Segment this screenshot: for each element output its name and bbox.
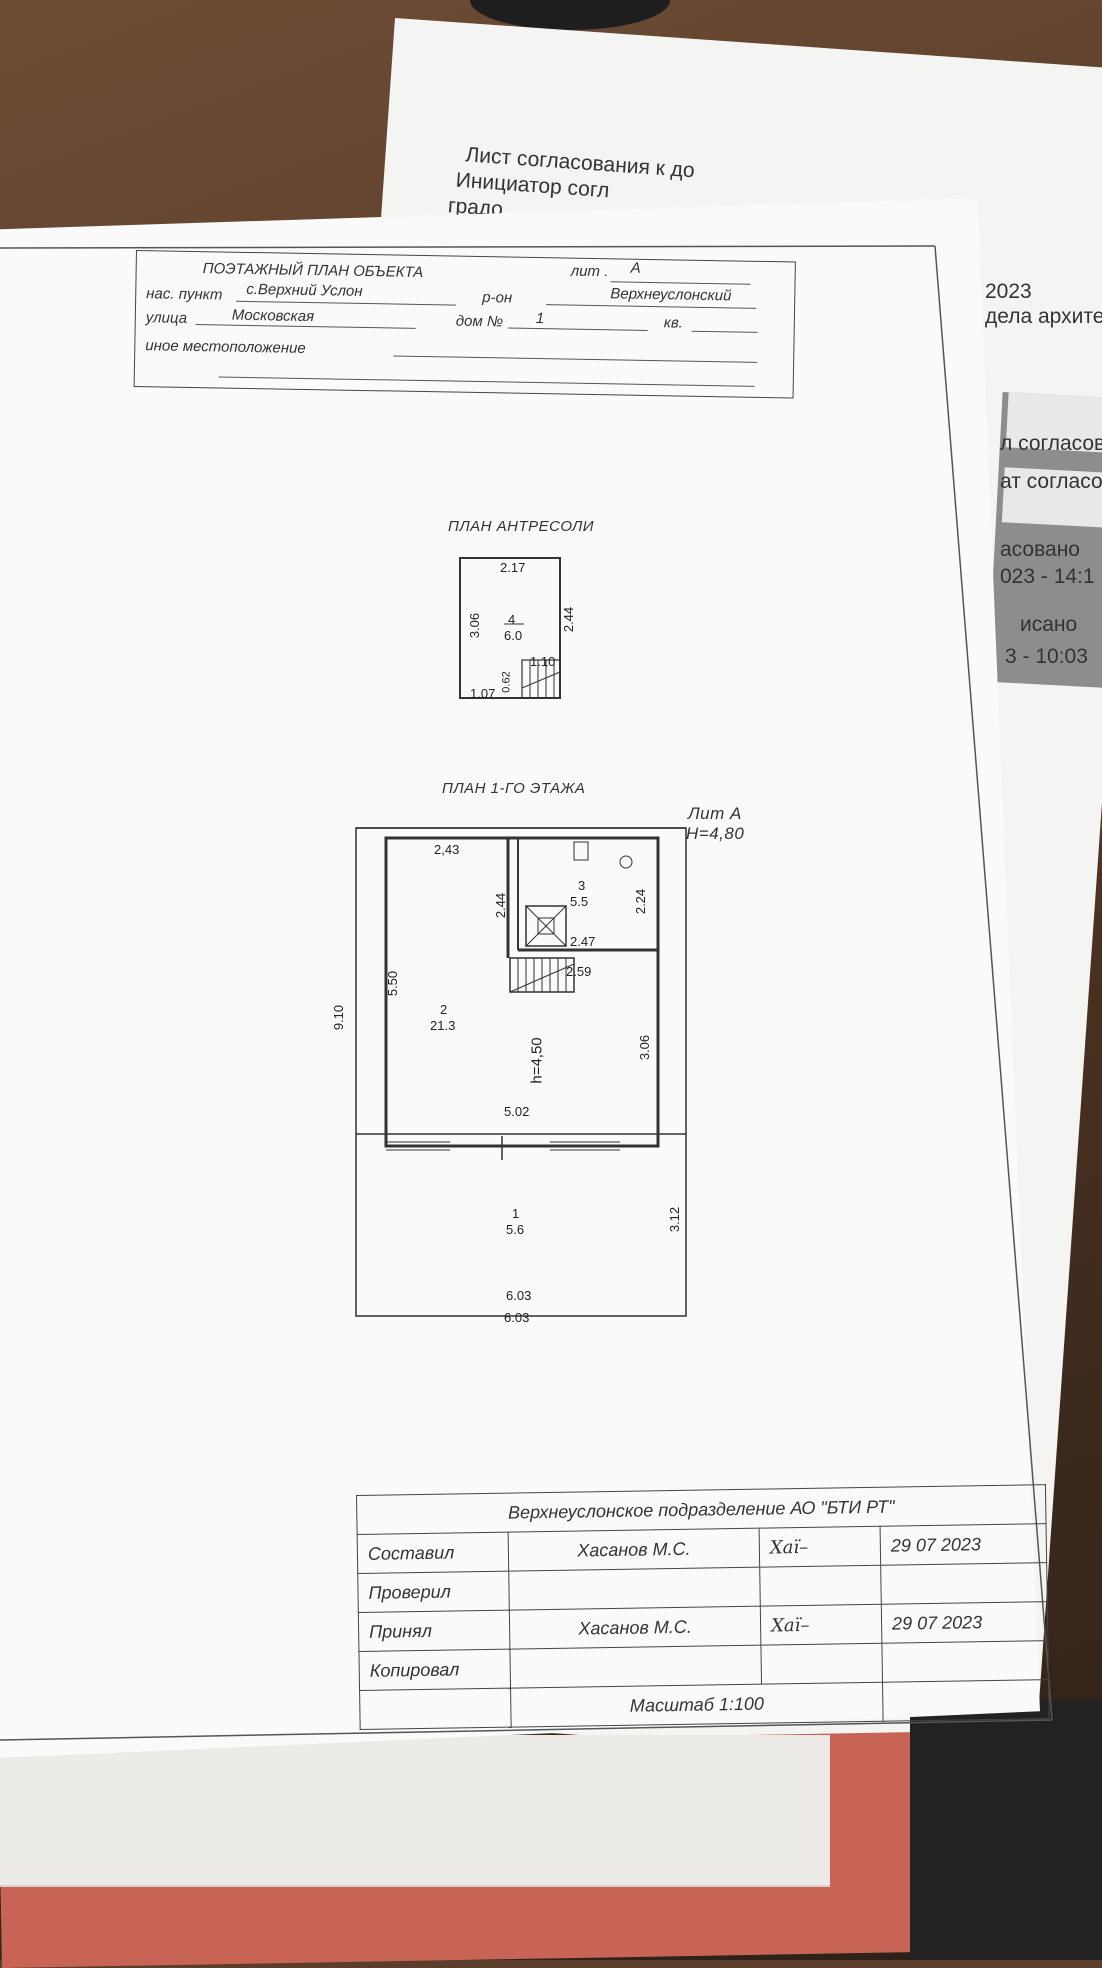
room2-height: 5.50 — [385, 970, 401, 997]
scale-label: Масштаб 1:100 — [510, 1682, 884, 1728]
settlement-value: с.Верхний Услон — [246, 280, 363, 300]
back-doc-snippet: л согласов — [1000, 432, 1102, 455]
room3-no: 3 — [578, 878, 586, 893]
back-doc-snippet: асовано — [1000, 538, 1080, 561]
room2-no: 2 — [440, 1002, 448, 1017]
mezz-dim-bottom: 1.07 — [470, 686, 496, 701]
apt-label: кв. — [663, 314, 684, 332]
mezz-dim-right: 2.44 — [561, 606, 577, 633]
inner-width: 6.03 — [506, 1288, 532, 1303]
street-value: Московская — [231, 306, 315, 326]
date-checked — [880, 1562, 1048, 1605]
mezz-dim-stair: 1.10 — [530, 654, 556, 669]
overall-height: 9.10 — [331, 1004, 347, 1031]
date-accepted: 29 07 2023 — [881, 1601, 1048, 1644]
back-doc-snippet: 2023 — [985, 280, 1032, 303]
dark-surface — [910, 1700, 1102, 1960]
folder-sheets — [0, 1735, 830, 1887]
back-doc-snippet: исано — [1020, 613, 1078, 636]
signature-checked — [759, 1565, 882, 1607]
floor-plan-sheet — [0, 198, 1040, 1758]
object-header-box: ПОЭТАЖНЫЙ ПЛАН ОБЪЕКТА лит . А нас. пунк… — [133, 250, 796, 399]
signature-copied — [760, 1643, 883, 1685]
dim-3-12: 3.12 — [667, 1206, 683, 1233]
title-block: Верхнеуслонское подразделение АО "БТИ РТ… — [356, 1484, 1050, 1730]
district-label: р-он — [482, 289, 513, 307]
street-label: улица — [145, 309, 188, 327]
date-composed: 29 07 2023 — [880, 1523, 1047, 1566]
district-value: Верхнеуслонский — [610, 285, 732, 305]
mezz-room-area: 6.0 — [504, 628, 523, 643]
dim-5-02: 5.02 — [504, 1104, 530, 1119]
floor1-title: ПЛАН 1-ГО ЭТАЖА — [442, 780, 586, 797]
mezz-room-no: 4 — [508, 612, 516, 627]
settlement-label: нас. пункт — [146, 285, 223, 304]
room1-area: 5.6 — [506, 1222, 525, 1237]
room2-area: 21.3 — [430, 1018, 456, 1033]
lit-value: А — [630, 259, 641, 277]
role-checked: Проверил — [357, 1571, 510, 1613]
back-doc-snippet: 023 - 14:1 — [1000, 565, 1095, 588]
name-checked — [508, 1567, 761, 1611]
other-location-label: иное местоположение — [145, 337, 306, 357]
dim-2-44: 2.44 — [493, 892, 509, 919]
dim-2-47: 2.47 — [570, 934, 596, 949]
header-title: ПОЭТАЖНЫЙ ПЛАН ОБЪЕКТА — [202, 260, 424, 282]
date-copied — [881, 1640, 1049, 1683]
mezz-dim-small: 0.62 — [500, 671, 513, 693]
name-copied — [509, 1645, 762, 1689]
room3-area: 5.5 — [570, 894, 589, 909]
signature-accepted: Хаї– — [760, 1604, 882, 1646]
dim-2-59: 2.59 — [566, 964, 592, 979]
back-doc-snippet: ат согласов — [1000, 470, 1102, 493]
house-label: дом № — [455, 312, 504, 331]
dim-3-06: 3.06 — [637, 1034, 653, 1061]
name-composed: Хасанов М.С. — [508, 1528, 760, 1572]
floor1-plan — [355, 827, 687, 1317]
role-accepted: Принял — [358, 1610, 510, 1652]
mezzanine-title: ПЛАН АНТРЕСОЛИ — [448, 518, 595, 535]
house-value: 1 — [535, 309, 545, 328]
outer-width: 6.03 — [504, 1310, 530, 1325]
signature-composed: Хаї– — [759, 1526, 881, 1568]
lit-label-plan: Лит А — [688, 804, 742, 823]
back-doc-snippet: 3 - 10:03 — [1005, 645, 1088, 668]
height-label: H=4,80 — [686, 824, 745, 843]
role-copied: Копировал — [358, 1649, 511, 1691]
mezzanine-plan — [459, 557, 561, 699]
lit-label: лит . — [570, 262, 609, 281]
room2-width: 2,43 — [434, 842, 460, 857]
back-doc-snippet: дела архитек — [985, 305, 1102, 328]
name-accepted: Хасанов М.С. — [509, 1606, 761, 1650]
mezz-dim-left: 3.06 — [467, 612, 483, 639]
mezz-dim-top: 2.17 — [500, 560, 526, 575]
ceiling-height: h=4,50 — [528, 1037, 546, 1084]
role-composed: Составил — [357, 1532, 509, 1574]
dim-2-24: 2.24 — [633, 888, 649, 915]
room1-no: 1 — [512, 1206, 520, 1221]
